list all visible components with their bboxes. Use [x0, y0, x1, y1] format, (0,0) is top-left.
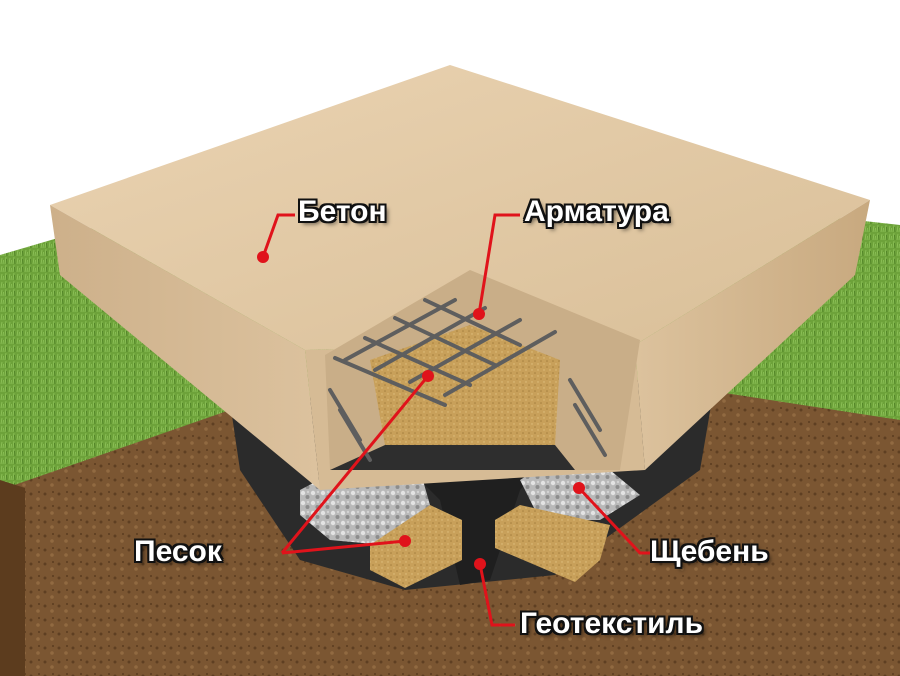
- sand-left: [370, 505, 462, 588]
- label-sand: Песок: [134, 535, 222, 568]
- cutout-floor: [330, 445, 575, 470]
- callout-dots: [257, 251, 585, 570]
- dot-geotextile: [474, 558, 486, 570]
- dot-sand-pad: [399, 535, 411, 547]
- concrete-left: [50, 205, 320, 490]
- dot-concrete: [257, 251, 269, 263]
- concrete-top: [50, 65, 870, 350]
- callout-line-concrete: [261, 213, 295, 258]
- soil-left-edge: [0, 480, 25, 676]
- callout-line-gravel: [577, 486, 650, 555]
- sand-right: [495, 505, 610, 582]
- callout-line-sand-2: [281, 539, 406, 555]
- callout-line-sand: [280, 375, 430, 554]
- callout-lines: [261, 213, 650, 627]
- dot-gravel: [573, 482, 585, 494]
- callout-line-geotextile: [478, 563, 515, 627]
- callout-line-rebar: [477, 213, 520, 315]
- label-gravel: Щебень: [650, 535, 769, 568]
- label-rebar: Арматура: [524, 195, 669, 228]
- concrete-right: [635, 200, 870, 470]
- label-concrete: Бетон: [298, 195, 387, 228]
- dot-rebar: [473, 308, 485, 320]
- dot-sand-core: [422, 370, 434, 382]
- label-geotextile: Геотекстиль: [520, 607, 704, 640]
